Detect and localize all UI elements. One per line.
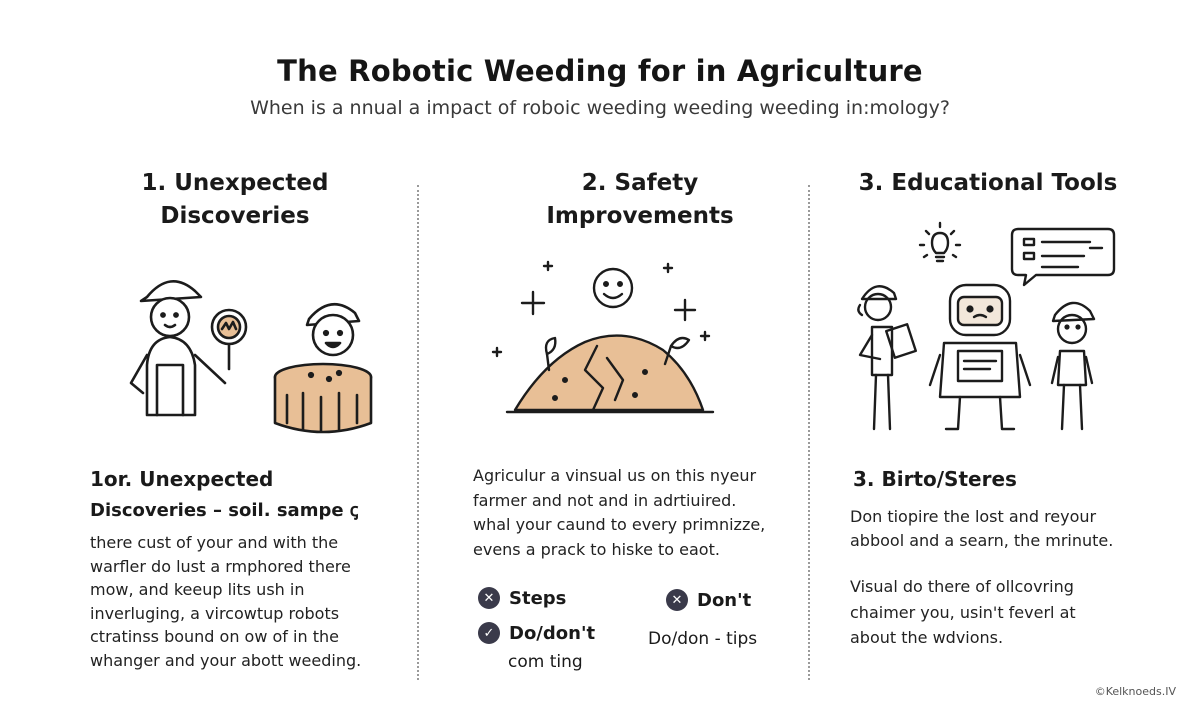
column-3-body-b-line-2: chaimer you, usin't feverl at [850, 602, 1076, 622]
column-1-heading-line-2: Discoveries [160, 203, 310, 229]
column-2-body: Agriculur a vinsual us on this nyeur far… [473, 464, 765, 562]
column-3-sub-heading: 3. Birto/Steres [853, 467, 1017, 491]
column-1-body-line-2: warfler do lust a rmphored there [90, 556, 351, 576]
column-2-body-line-1: Agriculur a vinsual us on this nyeur [473, 466, 757, 485]
column-1-body-line-5: ctratinss bound on ow of in the [90, 627, 339, 646]
column-2-heading-line-2: Improvements [546, 203, 734, 229]
soil-mound-illustration [485, 250, 725, 440]
column-2-body-line-3: whal your caund to every primnizze, [473, 515, 766, 534]
column-3-body-b: Visual do there of ollcovring chaimer yo… [850, 574, 1076, 651]
page-title: The Robotic Weeding for in Agriculture [277, 54, 923, 88]
column-2-body-line-4: evens a prack to hiske to eaot. [473, 539, 720, 559]
x-circle-icon: ✕ [478, 587, 500, 609]
page-subtitle: When is a nnual a impact of roboic weedi… [250, 97, 950, 119]
column-1-body-line-3: mow, and keeup lits ush in [90, 580, 305, 599]
column-1-body: there cust of your and with the warfler … [90, 531, 361, 672]
robot-and-workers-illustration [850, 215, 1120, 440]
check-circle-icon: ✓ [478, 622, 500, 644]
column-1-sub-heading: 1or. Unexpected Discoveries – soil. samp… [90, 467, 358, 522]
column-1-heading: 1. Unexpected Discoveries [110, 167, 360, 233]
tip-do-don-tips: Do/don - tips [648, 629, 758, 649]
column-1-sub-heading-line-1: 1or. Unexpected [90, 467, 274, 491]
column-divider-2 [808, 185, 810, 680]
column-3-body-a-line-2: abbool and a searn, the mrinute. [850, 531, 1114, 550]
column-2-heading: 2. Safety Improvements [515, 167, 765, 233]
column-1-heading-line-1: 1. Unexpected [141, 170, 329, 196]
column-3-body-b-line-1: Visual do there of ollcovring [850, 577, 1074, 596]
watermark: ©Kelknoeds.IV [1094, 685, 1176, 698]
column-3-body-b-line-3: about the wdvions. [850, 628, 1004, 647]
tip-do-dont-label: Do/don't [509, 622, 596, 644]
column-1-body-line-1: there cust of your and with the [90, 533, 339, 552]
x-circle-icon: ✕ [666, 589, 688, 611]
tip-steps: ✕ Steps [478, 587, 566, 609]
column-1-sub-heading-line-2: Discoveries – soil. sampe ꞔ [90, 500, 359, 521]
column-3-body-a: Don tiopire the lost and reyour abbool a… [850, 505, 1113, 553]
tip-dont: ✕ Don't [666, 589, 751, 611]
column-2-body-line-2: farmer and not and in adrtiuired. [473, 490, 737, 510]
tip-dont-label: Don't [697, 589, 752, 611]
column-3-heading-line-1: 3. Educational Tools [858, 170, 1118, 196]
column-3-heading: 3. Educational Tools [838, 167, 1138, 200]
farmer-with-magnifier-illustration [125, 265, 385, 455]
column-1-body-line-4: inverluging, a vircowtup robots [90, 603, 340, 623]
tip-do-dont: ✓ Do/don't [478, 622, 595, 644]
column-2-heading-line-1: 2. Safety [581, 170, 699, 196]
column-divider-1 [417, 185, 419, 680]
column-3-body-a-line-1: Don tiopire the lost and reyour [850, 507, 1097, 526]
column-1-body-line-6: whanger and your abott weeding. [90, 650, 362, 670]
tip-steps-label: Steps [509, 587, 567, 609]
tip-com-ting: com ting [508, 652, 583, 672]
